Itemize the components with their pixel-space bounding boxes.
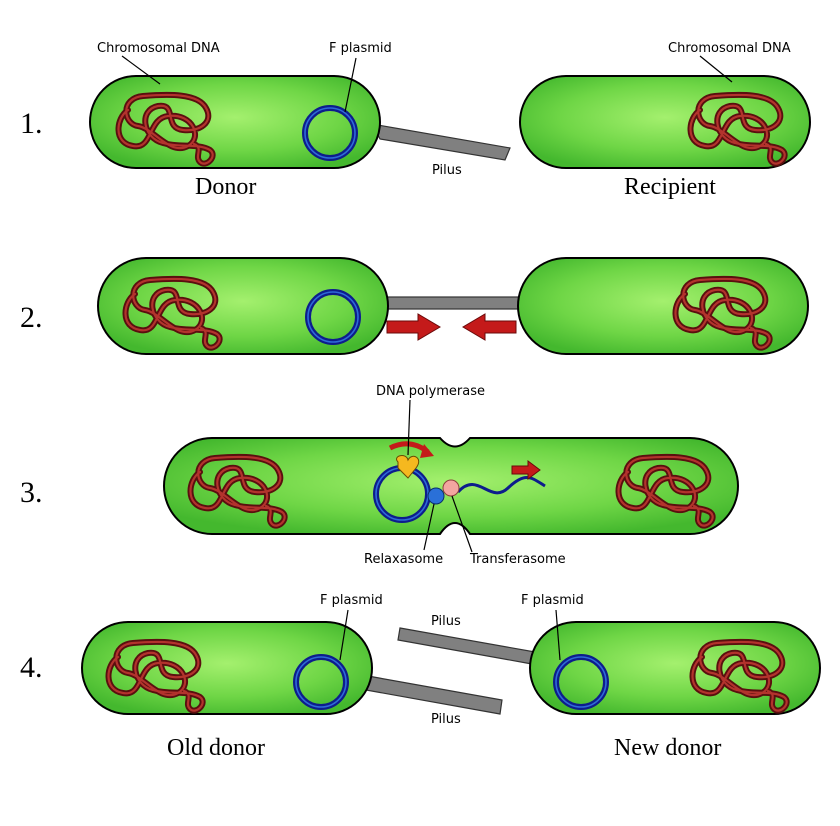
label-new-donor: New donor xyxy=(614,735,721,761)
leader-line xyxy=(555,609,561,661)
step-number: 4. xyxy=(20,651,43,684)
transferasome-icon xyxy=(442,479,460,497)
arrow-left xyxy=(462,313,517,341)
label-relaxasome: Relaxasome xyxy=(364,552,443,567)
f-plasmid xyxy=(553,654,609,710)
label-recipient: Recipient xyxy=(624,174,716,200)
label-transferasome: Transferasome xyxy=(469,552,566,567)
pilus xyxy=(365,675,503,715)
pilus xyxy=(377,296,529,310)
label-donor: Donor xyxy=(195,174,256,200)
label-chromosomal-dna-donor: Chromosomal DNA xyxy=(97,41,220,56)
label-pilus-top: Pilus xyxy=(431,614,461,629)
f-plasmid xyxy=(302,105,358,161)
recipient-cell xyxy=(519,75,811,169)
leader-line xyxy=(339,609,349,661)
relaxasome-icon xyxy=(427,487,445,505)
pilus xyxy=(397,627,536,665)
f-plasmid xyxy=(293,654,349,710)
step-2: 2. xyxy=(20,257,809,355)
label-f-plasmid: F plasmid xyxy=(329,41,392,56)
leader-line xyxy=(699,55,733,83)
new-donor-cell xyxy=(529,621,821,715)
leader-line xyxy=(451,495,473,553)
arrow-right xyxy=(511,460,541,480)
arrow-right xyxy=(386,313,441,341)
transferred-dna-strand xyxy=(456,476,546,495)
leader-line xyxy=(407,399,411,456)
curved-arrow-head xyxy=(420,444,434,458)
f-plasmid xyxy=(305,289,361,345)
step-1: 1. Chromosomal DNA F plasmid Chromosomal… xyxy=(20,41,811,200)
label-dna-polymerase: DNA polymerase xyxy=(376,384,485,399)
label-chromosomal-dna-recipient: Chromosomal DNA xyxy=(668,41,791,56)
dna-polymerase-icon xyxy=(396,455,420,479)
pilus xyxy=(370,123,511,161)
leader-line xyxy=(423,503,435,551)
leader-line xyxy=(121,55,161,85)
label-f-plasmid-old: F plasmid xyxy=(320,593,383,608)
label-old-donor: Old donor xyxy=(167,735,265,761)
old-donor-cell xyxy=(81,621,373,715)
leader-line xyxy=(344,57,357,113)
step-number: 1. xyxy=(20,107,43,140)
label-pilus-bottom: Pilus xyxy=(431,712,461,727)
step-3: 3. DNA polymerase Relaxasome Transferaso… xyxy=(20,384,739,567)
label-pilus: Pilus xyxy=(432,163,462,178)
step-number: 3. xyxy=(20,476,43,509)
step-number: 2. xyxy=(20,301,43,334)
step-4: 4. F plasmid F plasmid Pilus Pilus Old d… xyxy=(20,593,821,761)
label-f-plasmid-new: F plasmid xyxy=(521,593,584,608)
